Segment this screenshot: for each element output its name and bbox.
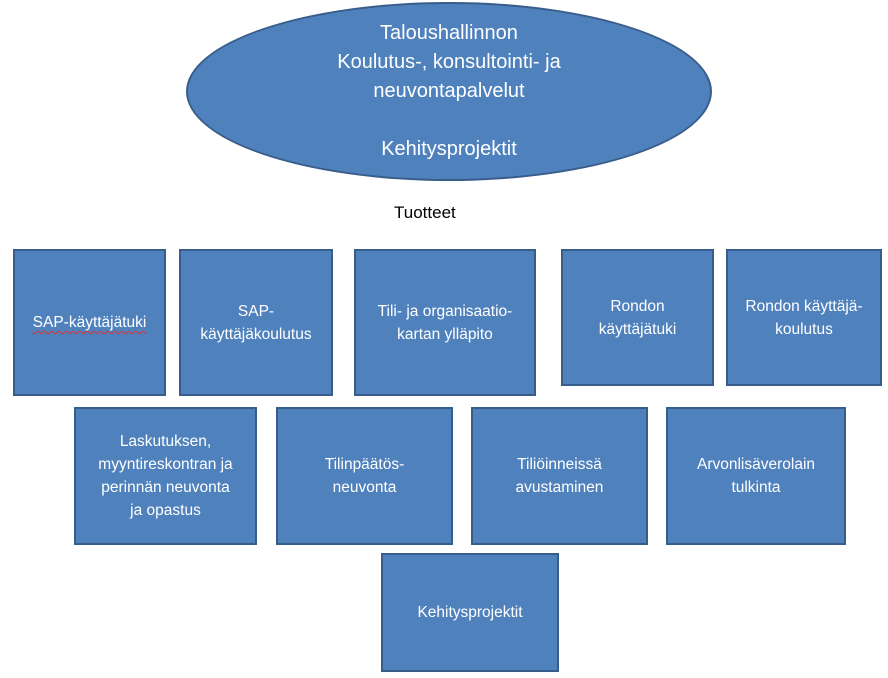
product-box-invoicing-advice: Laskutuksen, myyntireskontran ja perinnä…: [74, 407, 257, 545]
header-ellipse: Taloushallinnon Koulutus-, konsultointi-…: [186, 2, 712, 181]
header-line-4: Kehitysprojektit: [381, 138, 517, 160]
product-label: Rondon käyttäjätuki: [598, 297, 677, 338]
product-label: SAP- käyttäjäkoulutus: [200, 302, 312, 343]
product-label: Kehitysprojektit: [417, 604, 523, 621]
product-box-development-projects: Kehitysprojektit: [381, 553, 559, 672]
product-box-closing-advice: Tilinpäätös- neuvonta: [276, 407, 453, 545]
product-box-sap-training: SAP- käyttäjäkoulutus: [179, 249, 333, 396]
product-box-rondo-training: Rondon käyttäjä- koulutus: [726, 249, 882, 386]
products-label: Tuotteet: [394, 203, 456, 222]
product-label: Tili- ja organisaatio- kartan ylläpito: [377, 302, 513, 343]
product-label: Rondon käyttäjä- koulutus: [745, 297, 863, 338]
product-label: Tiliöinneissä avustaminen: [515, 456, 604, 496]
product-label: Tilinpäätös- neuvonta: [324, 456, 405, 496]
product-box-posting-assistance: Tiliöinneissä avustaminen: [471, 407, 648, 545]
product-box-sap-support: SAP-käyttäjätuki: [13, 249, 166, 396]
header-line-3: neuvontapalvelut: [373, 80, 525, 102]
product-box-rondo-support: Rondon käyttäjätuki: [561, 249, 714, 386]
product-box-chart-of-accounts: Tili- ja organisaatio- kartan ylläpito: [354, 249, 536, 396]
product-label: Laskutuksen, myyntireskontran ja perinnä…: [98, 433, 233, 519]
product-box-vat-interpretation: Arvonlisäverolain tulkinta: [666, 407, 846, 545]
product-label: SAP-käyttäjätuki: [32, 314, 147, 331]
header-line-1: Taloushallinnon: [380, 22, 518, 44]
header-line-2: Koulutus-, konsultointi- ja: [337, 51, 561, 73]
product-label: Arvonlisäverolain tulkinta: [696, 456, 816, 496]
